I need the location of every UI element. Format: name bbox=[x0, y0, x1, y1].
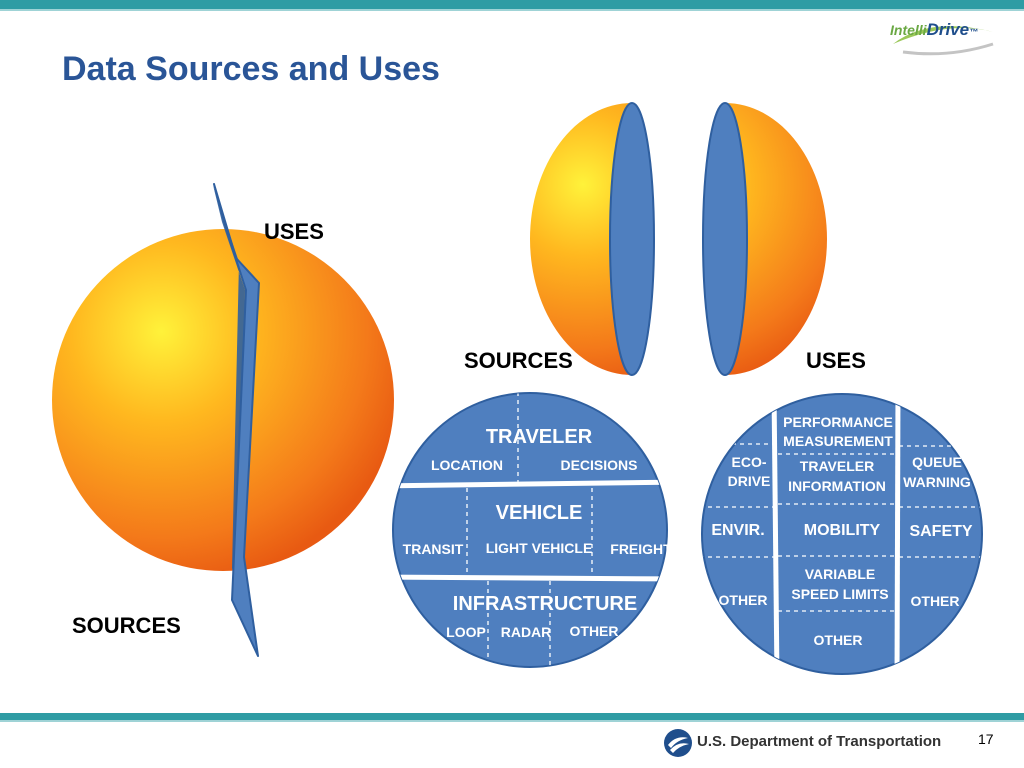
use-envir: ENVIR. bbox=[711, 522, 764, 539]
right-hemisphere-face bbox=[702, 102, 748, 376]
dot-seal-icon bbox=[664, 729, 692, 757]
bottom-accent-highlight bbox=[0, 720, 1024, 722]
use-safety: SAFETY bbox=[909, 523, 972, 540]
use-mobility: MOBILITY bbox=[804, 522, 881, 539]
label-sources-left: SOURCES bbox=[72, 613, 181, 638]
left-hemisphere bbox=[530, 103, 632, 375]
use-other-left: OTHER bbox=[719, 592, 768, 608]
page-number: 17 bbox=[978, 731, 994, 747]
src-vehicle: VEHICLE bbox=[496, 502, 583, 524]
src-infrastructure: INFRASTRUCTURE bbox=[453, 593, 637, 615]
intellidrive-logo-text: IntelliDrive™ bbox=[890, 20, 978, 40]
src-traveler: TRAVELER bbox=[486, 426, 593, 448]
large-sphere bbox=[52, 229, 394, 571]
slice-blade bbox=[213, 183, 260, 657]
src-light-vehicle: LIGHT VEHICLE bbox=[486, 540, 593, 556]
use-measurement: MEASUREMENT bbox=[783, 433, 893, 449]
brand-suffix: Drive bbox=[926, 20, 970, 39]
use-queue: QUEUE bbox=[912, 454, 962, 470]
use-speed-limits: SPEED LIMITS bbox=[791, 586, 888, 602]
src-freight: FREIGHT bbox=[610, 541, 672, 557]
sources-circle: TRAVELER LOCATION DECISIONS VEHICLE TRAN… bbox=[392, 392, 672, 668]
right-hemisphere bbox=[725, 103, 827, 375]
use-other-bottom: OTHER bbox=[814, 632, 863, 648]
intellidrive-logo bbox=[893, 26, 994, 56]
src-radar: RADAR bbox=[501, 624, 552, 640]
brand-trademark: ™ bbox=[969, 27, 979, 37]
use-other-right: OTHER bbox=[911, 593, 960, 609]
label-uses-left: USES bbox=[264, 219, 324, 244]
src-transit: TRANSIT bbox=[403, 541, 464, 557]
use-traveler: TRAVELER bbox=[800, 458, 874, 474]
use-drive: DRIVE bbox=[728, 473, 771, 489]
page-title: Data Sources and Uses bbox=[62, 50, 440, 88]
use-eco: ECO- bbox=[732, 454, 767, 470]
bottom-accent-bar bbox=[0, 713, 1024, 720]
src-other: OTHER bbox=[570, 623, 619, 639]
brand-prefix: Intelli bbox=[890, 22, 927, 38]
src-loop: LOOP bbox=[446, 624, 486, 640]
use-warning: WARNING bbox=[903, 474, 971, 490]
src-location: LOCATION bbox=[431, 457, 503, 473]
use-information: INFORMATION bbox=[788, 478, 886, 494]
use-performance: PERFORMANCE bbox=[783, 414, 893, 430]
use-variable: VARIABLE bbox=[805, 566, 876, 582]
top-accent-bar bbox=[0, 0, 1024, 9]
top-accent-highlight bbox=[0, 9, 1024, 11]
label-uses-right: USES bbox=[806, 348, 866, 373]
slice-blade-edge bbox=[213, 185, 258, 654]
department-name: U.S. Department of Transportation bbox=[697, 733, 942, 750]
left-hemisphere-face bbox=[609, 102, 655, 376]
uses-circle: PERFORMANCE MEASUREMENT ECO- DRIVE TRAVE… bbox=[701, 393, 983, 675]
label-sources-mid: SOURCES bbox=[464, 348, 573, 373]
src-decisions: DECISIONS bbox=[560, 457, 637, 473]
